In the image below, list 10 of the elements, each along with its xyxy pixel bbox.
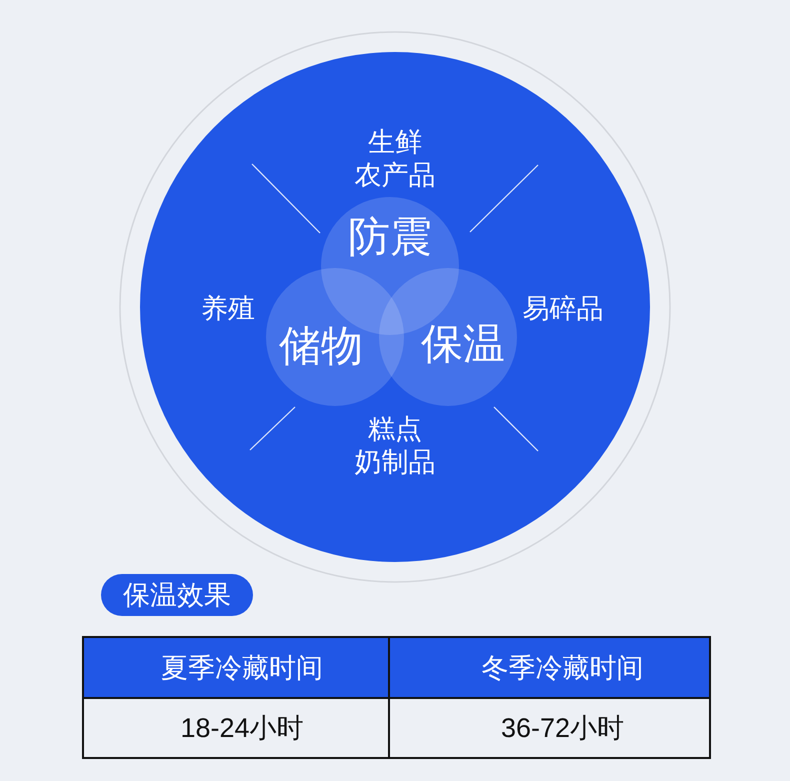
category-label: 糕点奶制品: [354, 413, 436, 479]
venn-circle: 保温: [379, 268, 517, 406]
table-header-cell: 冬季冷藏时间: [389, 637, 710, 698]
category-label: 易碎品: [522, 292, 604, 326]
table-cell: 18-24小时: [83, 698, 389, 758]
table-header-cell: 夏季冷藏时间: [83, 637, 389, 698]
category-label: 养殖: [201, 292, 255, 326]
table-cell: 36-72小时: [389, 698, 710, 758]
heading-pill: 保温效果: [101, 574, 253, 616]
category-label: 生鲜农产品: [354, 126, 436, 192]
